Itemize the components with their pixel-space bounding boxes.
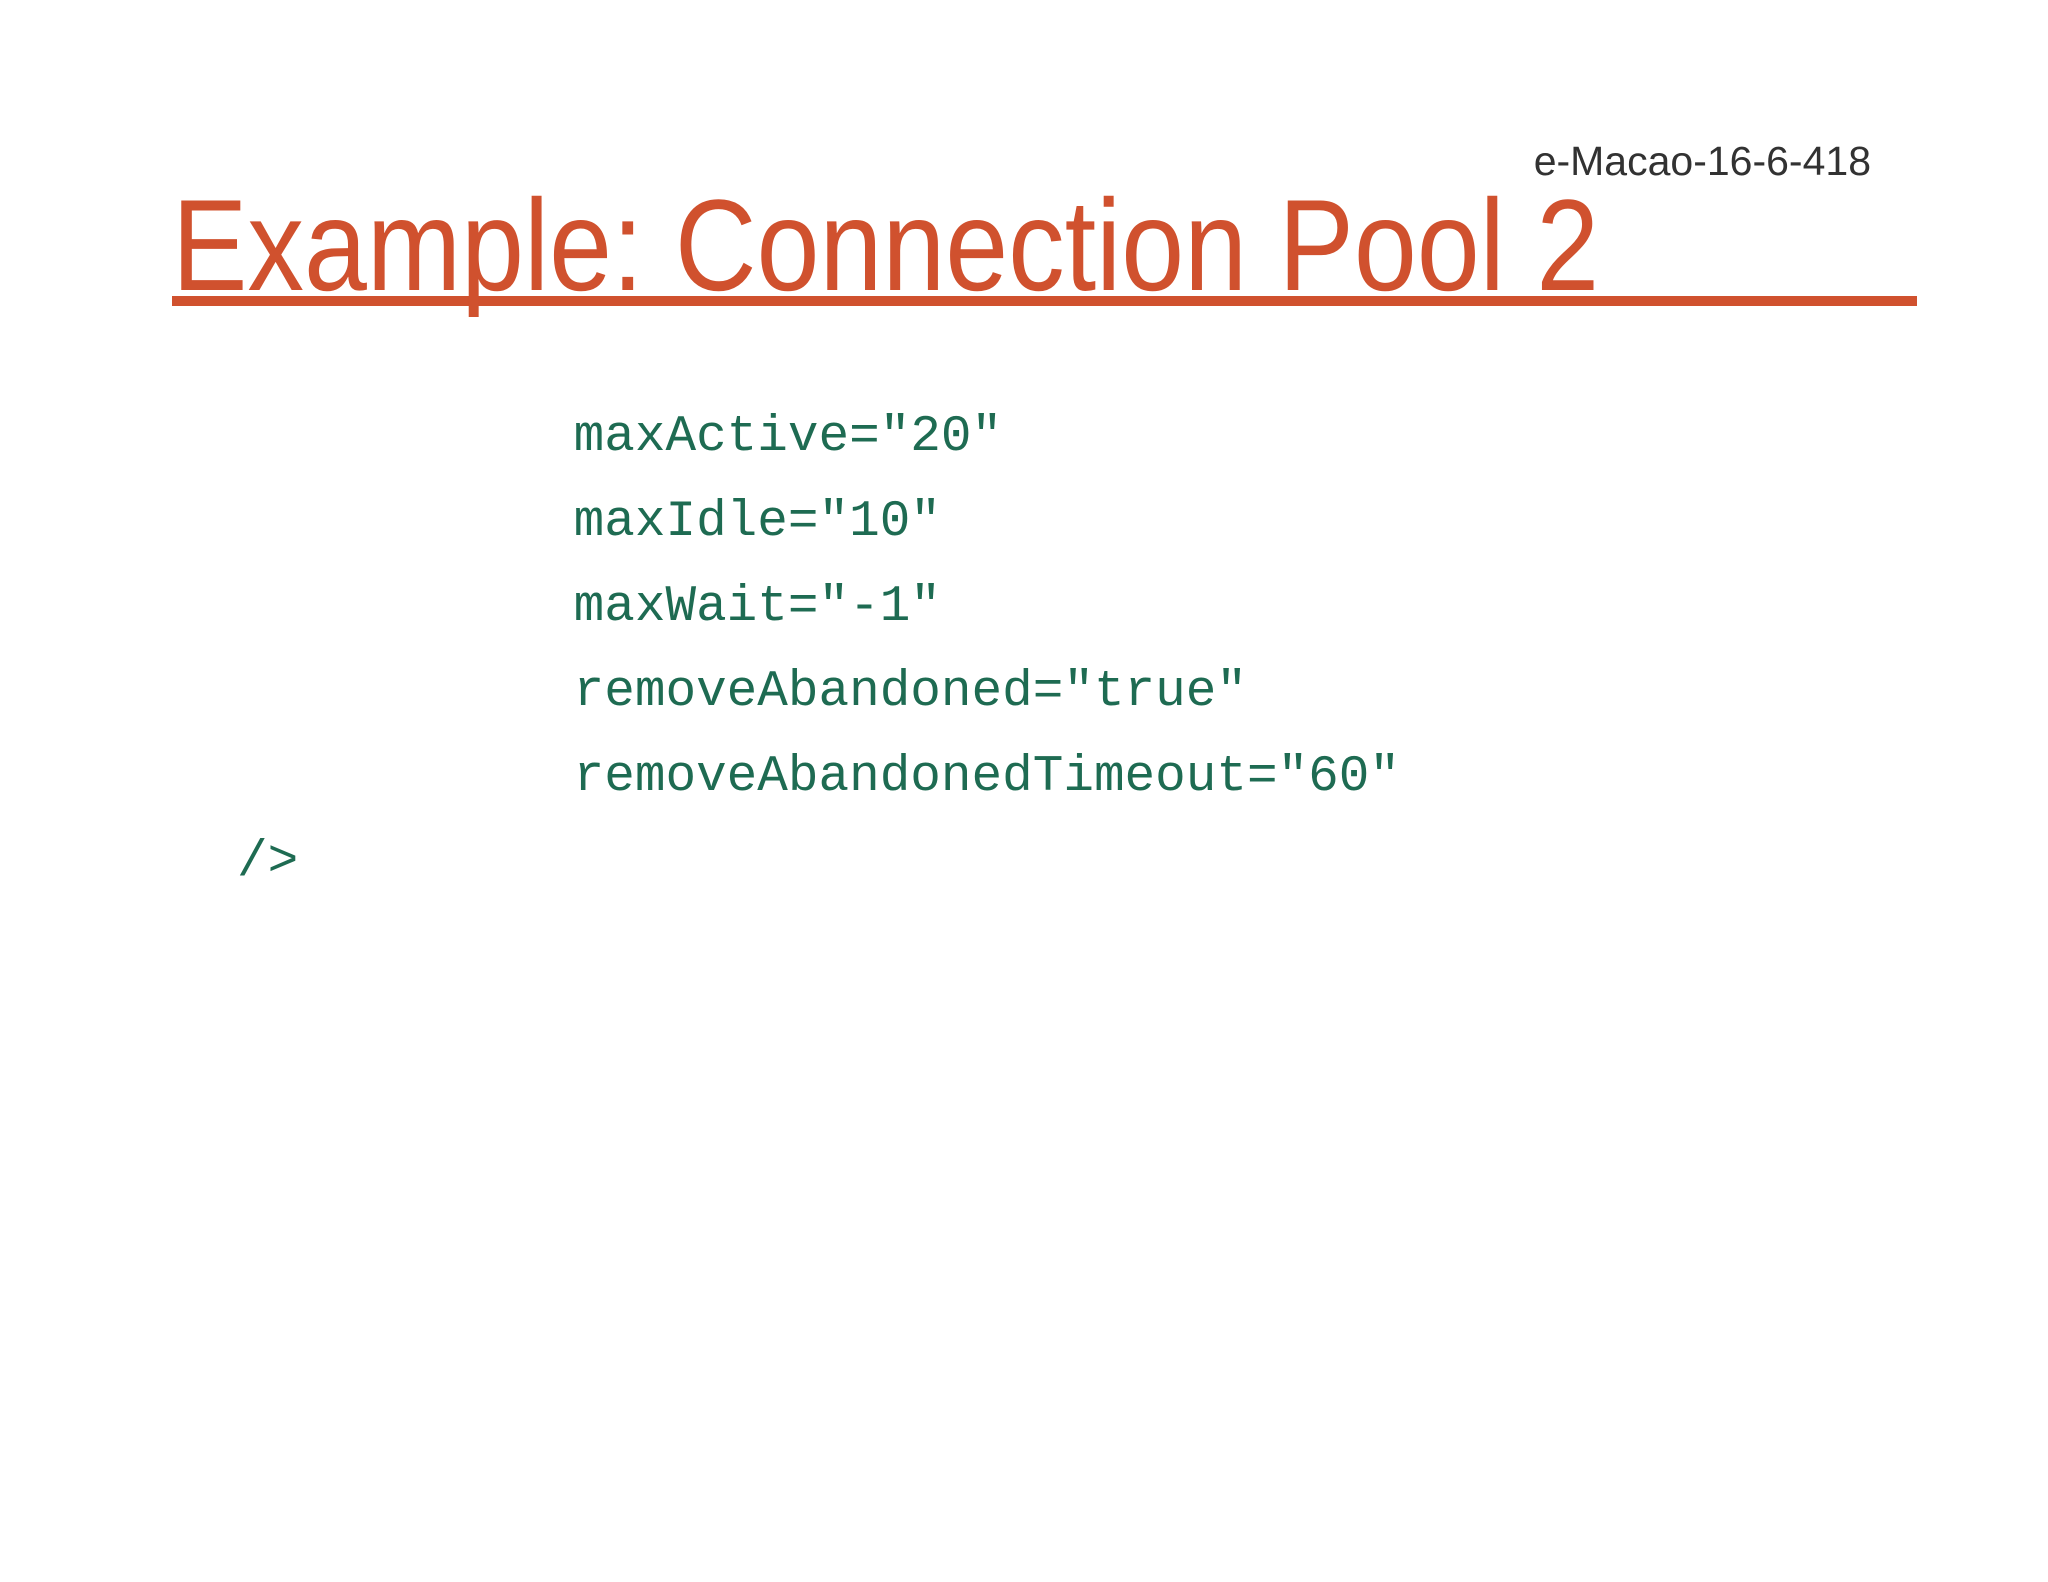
slide-reference-code: e-Macao-16-6-418: [1533, 138, 1871, 184]
code-line: removeAbandoned="true": [237, 664, 1247, 721]
code-line: />: [237, 834, 299, 891]
code-line: maxIdle="10": [237, 494, 941, 551]
title-underline: Example: Connection Pool 2: [172, 170, 1917, 318]
code-block: maxActive="20" maxIdle="10" maxWait="-1"…: [237, 395, 1400, 905]
code-line: maxWait="-1": [237, 579, 941, 636]
code-line: maxActive="20": [237, 409, 1003, 466]
code-line: removeAbandonedTimeout="60": [237, 749, 1400, 806]
page-title: Example: Connection Pool 2: [172, 172, 1600, 318]
